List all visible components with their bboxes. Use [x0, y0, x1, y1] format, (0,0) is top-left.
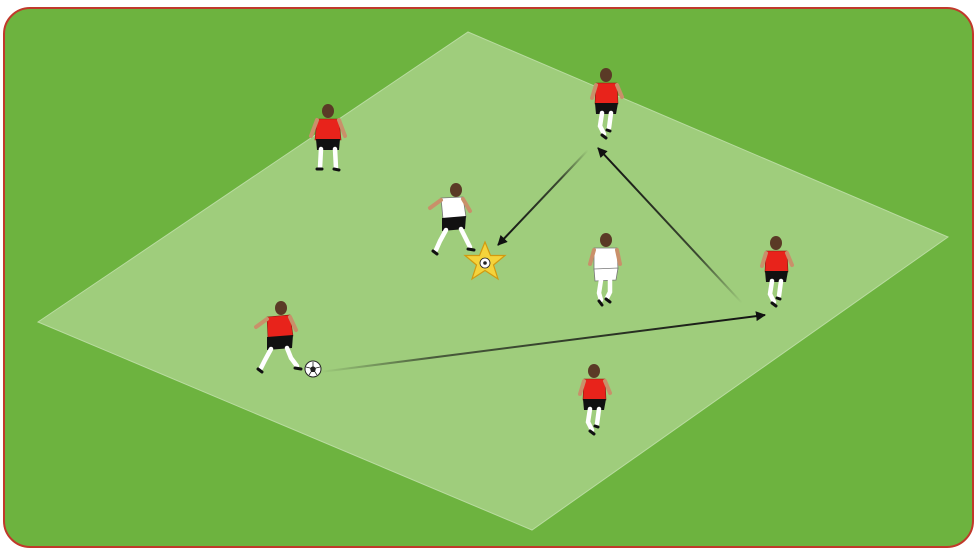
drill-area	[36, 31, 950, 531]
soccer-ball-icon	[304, 360, 322, 378]
star-icon	[463, 240, 507, 281]
pass-arrows	[319, 147, 766, 373]
pass-arrow-2	[597, 147, 743, 304]
pass-arrow-3	[497, 149, 589, 246]
pass-arrow-1	[319, 311, 766, 373]
